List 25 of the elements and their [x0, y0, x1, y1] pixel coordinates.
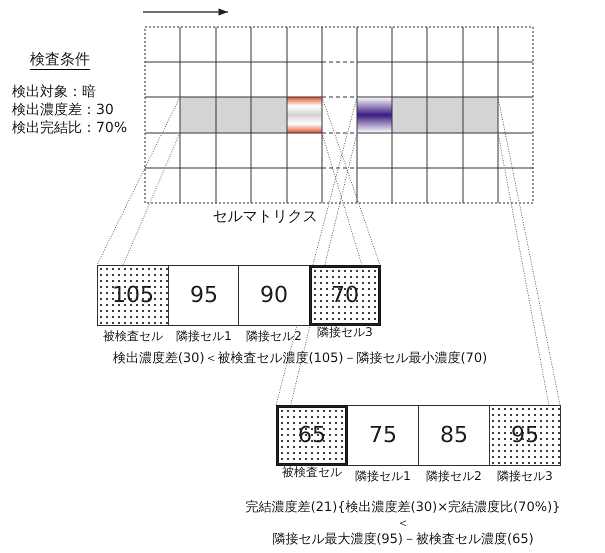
- condition-text: 検出濃度差：30: [12, 103, 114, 117]
- formula-text: 隣接セル最大濃度(95)－被検査セル濃度(65): [272, 532, 534, 546]
- formula-text: 完結濃度差(21){検出濃度差(30)×完結濃度比(70%)}: [246, 500, 560, 514]
- formula-text: 検出濃度差(30)＜被検査セル濃度(105)－隣接セル最小濃度(70): [112, 352, 488, 364]
- cell-value: 95: [511, 423, 539, 448]
- cell-value: 90: [260, 283, 288, 308]
- cell-value: 75: [369, 423, 397, 448]
- heading: 検査条件: [30, 52, 90, 70]
- cell-label: 隣接セル3: [496, 468, 554, 485]
- cell-label: 隣接セル1: [354, 468, 412, 485]
- cell-value: 105: [112, 283, 154, 308]
- cell-label: 隣接セル3: [316, 324, 374, 341]
- cell-label: 被検査セル: [281, 464, 343, 481]
- cell-value: 70: [331, 283, 359, 308]
- condition-text: 検出対象：暗: [12, 85, 96, 99]
- cell-value: 65: [298, 423, 326, 448]
- cell-label: 隣接セル1: [175, 328, 233, 345]
- cell-label: 隣接セル2: [245, 328, 303, 345]
- matrix-caption: セルマトリクス: [212, 208, 318, 224]
- cell-label: 隣接セル2: [425, 468, 483, 485]
- cell-value: 95: [190, 283, 218, 308]
- cell-label: 被検査セル: [102, 328, 164, 345]
- cell-value: 85: [440, 423, 468, 448]
- condition-text: 検出完結比：70%: [12, 121, 128, 135]
- formula-text: ＜: [396, 516, 410, 530]
